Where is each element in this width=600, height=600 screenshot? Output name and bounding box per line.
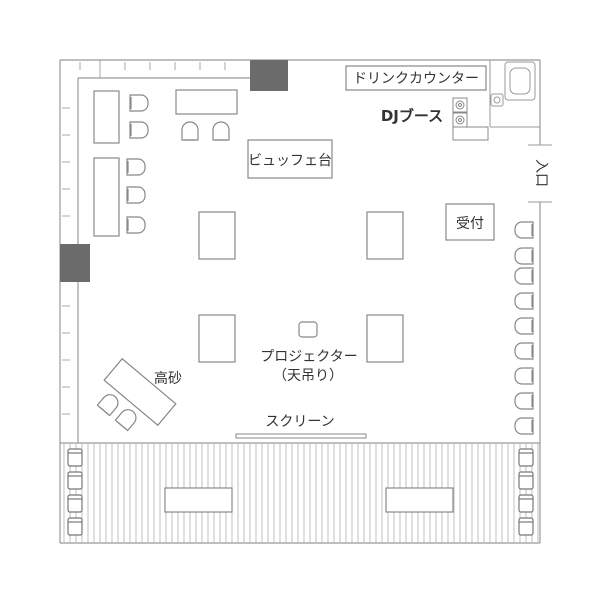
deck-chairs-right — [518, 448, 534, 536]
side-tables — [93, 89, 238, 237]
dj-turntables — [452, 97, 489, 141]
chairs-left — [126, 94, 149, 234]
chairs-right — [514, 221, 534, 435]
entrance-label: 入口 — [533, 159, 549, 187]
top-wall-ticks — [79, 60, 226, 78]
left-wall-ticks — [62, 107, 70, 415]
projector-icon — [298, 321, 318, 338]
pillar-top — [250, 60, 288, 91]
corner-area — [489, 60, 540, 128]
projector-label-2: （天吊り） — [273, 368, 343, 384]
head-table-chairs — [96, 394, 137, 432]
reception-label: 受付 — [456, 216, 484, 232]
screen-label: スクリーン — [265, 414, 334, 430]
drink-counter — [345, 65, 487, 91]
entrance-gap — [528, 144, 552, 203]
reception-desk — [445, 203, 495, 241]
buffet-table — [247, 139, 333, 179]
room-walls — [59, 59, 541, 544]
drink-counter-label: ドリンクカウンター — [353, 71, 479, 87]
pillar-left — [60, 244, 90, 282]
deck-chairs-left — [67, 448, 83, 536]
deck — [60, 442, 540, 542]
buffet-label: ビュッフェ台 — [248, 153, 332, 169]
guest-tables — [198, 211, 404, 363]
deck-bench-left — [164, 487, 233, 513]
screen — [235, 433, 367, 439]
dj-booth-label: DJブース — [381, 107, 443, 125]
chairs-top — [181, 121, 230, 141]
head-table — [103, 357, 177, 427]
head-table-label: 高砂 — [154, 370, 182, 387]
deck-bench-right — [385, 487, 454, 513]
projector-label-1: プロジェクター — [260, 349, 357, 365]
